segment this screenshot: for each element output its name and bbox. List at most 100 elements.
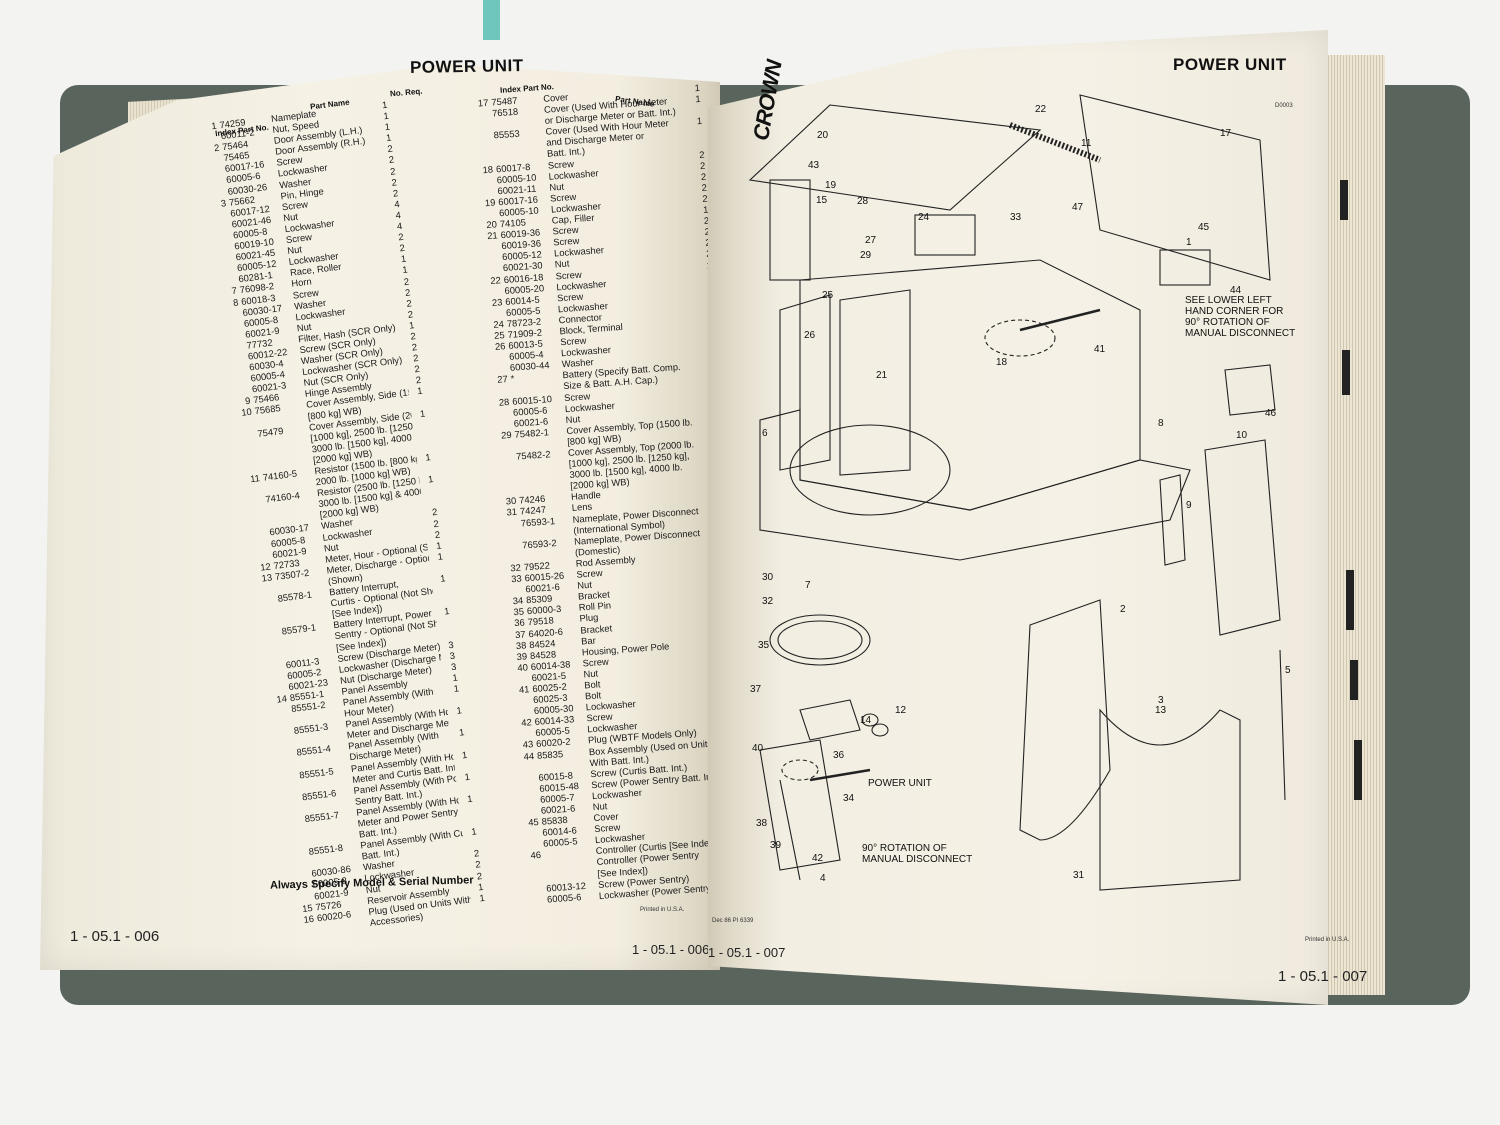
- right-printed-note: Printed in U.S.A.: [1305, 937, 1350, 943]
- item-number-label: 17: [1220, 128, 1232, 139]
- item-number-label: 38: [756, 818, 768, 829]
- item-number-label: 8: [1158, 418, 1164, 429]
- item-number-label: 15: [816, 195, 828, 206]
- item-number-label: 6: [762, 428, 768, 439]
- left-page: [40, 63, 720, 970]
- body-drawing: [799, 259, 1141, 511]
- item-number-label: 26: [804, 330, 816, 341]
- meter-drawing: [871, 723, 889, 737]
- top-cover-drawing: [748, 104, 1042, 211]
- item-number-label: 2: [1120, 604, 1126, 615]
- bracket-drawing: [799, 699, 861, 741]
- callout-90-rotation: 90° ROTATION OF MANUAL DISCONNECT: [862, 843, 973, 865]
- rear-panel-drawing: [1079, 94, 1271, 281]
- batt-int-box-drawing: [1159, 249, 1211, 286]
- exploded-parts-diagram: [748, 94, 1286, 891]
- item-number-label: 20: [817, 130, 829, 141]
- drawing-number: D0003: [1275, 103, 1293, 109]
- item-number-label: 44: [1230, 285, 1242, 296]
- item-number-label: 46: [1265, 408, 1277, 419]
- dashed-circle-1: [984, 319, 1056, 357]
- index-cell: [526, 893, 548, 906]
- floor-ring-drawing: [789, 424, 951, 516]
- dashed-circle-2: [781, 759, 819, 781]
- connector-drawing: [914, 214, 976, 256]
- item-number-label: 31: [1073, 870, 1085, 881]
- ring-inner-drawing: [777, 620, 863, 660]
- door-right-drawing: [1099, 708, 1241, 891]
- housing-drawing: [759, 739, 841, 871]
- hinge-drawing: [1159, 474, 1186, 566]
- item-number-label: 27: [865, 235, 877, 246]
- right-page: [708, 30, 1328, 1005]
- item-number-label: 19: [825, 180, 837, 191]
- left-page-number-gutter: 1 - 05.1 - 006: [632, 942, 710, 957]
- side-box-drawing: [779, 294, 831, 471]
- item-number-label: 37: [750, 684, 762, 695]
- item-number-label: 45: [1198, 222, 1210, 233]
- arrow-lower-left: [1019, 308, 1101, 332]
- edge-tab-mark: [1342, 350, 1350, 395]
- item-number-label: 12: [895, 705, 907, 716]
- edge-tab-mark: [1354, 740, 1362, 800]
- left-page-number: 1 - 05.1 - 006: [70, 928, 160, 945]
- item-number-label: 30: [762, 572, 774, 583]
- item-number-label: 21: [876, 370, 888, 381]
- item-number-label: 22: [1035, 104, 1047, 115]
- item-number-label: 33: [1010, 212, 1022, 223]
- door-left-drawing: [1019, 599, 1111, 841]
- qty-cell: [471, 903, 486, 916]
- right-page-title: POWER UNIT: [1173, 55, 1287, 74]
- item-number-label: 4: [820, 873, 826, 884]
- arrow-power-unit: [809, 768, 871, 782]
- header-index-2: Index: [499, 84, 522, 95]
- item-number-label: 35: [758, 640, 770, 651]
- item-number-label: 34: [843, 793, 855, 804]
- side-cover-drawing: [1204, 439, 1281, 636]
- item-number-label: 36: [833, 750, 845, 761]
- callout-power-unit: POWER UNIT: [868, 778, 932, 789]
- item-number-label: 39: [770, 840, 782, 851]
- filler-box-drawing: [769, 179, 811, 281]
- item-number-label: 5: [1285, 665, 1291, 676]
- right-page-number: 1 - 05.1 - 007: [1278, 968, 1368, 985]
- item-number-label: 11: [1081, 138, 1092, 149]
- edge-tab-mark: [1346, 570, 1354, 630]
- item-number-label: 1: [1186, 237, 1192, 248]
- bookmark-tab: [483, 0, 500, 40]
- item-number-label: 25: [822, 290, 834, 301]
- item-number-label: 40: [752, 743, 764, 754]
- meter-2-drawing: [861, 713, 879, 727]
- item-number-label: 47: [1072, 202, 1084, 213]
- date-note: Dec 86 PI 6339: [712, 918, 754, 924]
- small-plate-drawing: [1224, 364, 1276, 416]
- item-number-label: 10: [1236, 430, 1248, 441]
- item-number-label: 7: [805, 580, 811, 591]
- base-drawing: [759, 409, 1191, 561]
- item-number-label: 28: [857, 196, 869, 207]
- hinge-pin-drawing: [1279, 649, 1286, 801]
- item-number-label: 29: [860, 250, 872, 261]
- resistor-coil-drawing: [1008, 122, 1102, 163]
- callout-see-lower-left: SEE LOWER LEFT HAND CORNER FOR 90° ROTAT…: [1185, 295, 1296, 339]
- item-number-label: 14: [860, 715, 872, 726]
- item-number-label: 13: [1155, 705, 1167, 716]
- item-number-label: 32: [762, 596, 774, 607]
- item-number-label: 9: [1186, 500, 1192, 511]
- battery-bay-drawing: [839, 289, 911, 476]
- left-page-title: POWER UNIT: [409, 56, 524, 77]
- left-printed-note: Printed in U.S.A.: [640, 907, 685, 913]
- right-page-edges: [1320, 55, 1385, 995]
- ring-drawing: [769, 614, 871, 666]
- item-number-label: 18: [996, 357, 1008, 368]
- item-number-label: 43: [808, 160, 820, 171]
- item-number-label: 42: [812, 853, 824, 864]
- edge-tab-mark: [1350, 660, 1358, 700]
- item-number-label: 24: [918, 212, 930, 223]
- edge-tab-mark: [1340, 180, 1348, 220]
- item-number-label: 41: [1094, 344, 1106, 355]
- right-page-number-gutter: 1 - 05.1 - 007: [708, 945, 786, 960]
- item-number-label: 3: [1158, 695, 1164, 706]
- rod-drawing: [779, 779, 801, 881]
- page-edge-tabs: [1340, 180, 1362, 800]
